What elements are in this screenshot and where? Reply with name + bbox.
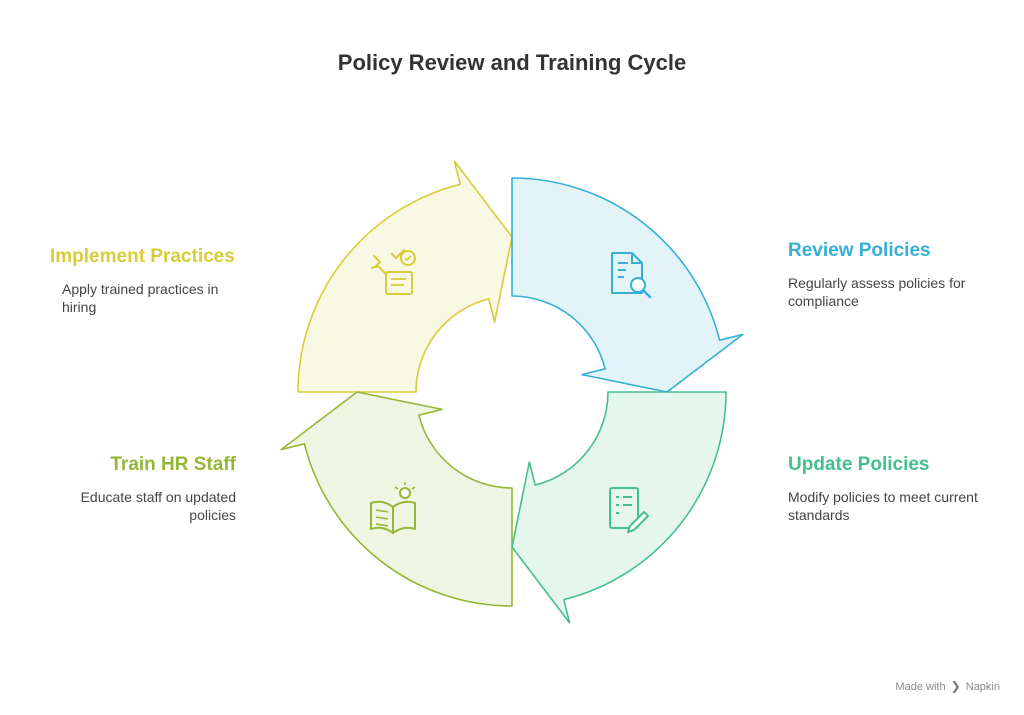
page-title: Policy Review and Training Cycle <box>337 50 687 75</box>
cycle-arrow-implement <box>297 160 513 393</box>
step-label-update: Update Policies <box>788 454 930 475</box>
book-lightbulb-icon <box>370 482 416 534</box>
step-description-implement: Apply trained practices in hiring <box>62 281 219 315</box>
step-description-update: Modify policies to meet current standard… <box>788 489 978 523</box>
cycle-arrow-train <box>280 391 513 607</box>
step-label-review: Review Policies <box>788 240 931 261</box>
step-description-review: Regularly assess policies for compliance <box>788 275 966 309</box>
step-description-train: Educate staff on updated policies <box>80 489 236 523</box>
step-label-implement: Implement Practices <box>50 246 235 267</box>
napkin-branding[interactable]: Made with ❯ Napkin <box>895 679 1000 693</box>
napkin-logo-icon: ❯ <box>950 679 961 693</box>
cycle-arrow-review <box>511 177 744 393</box>
cycle-arrow-update <box>511 391 727 624</box>
branding-prefix: Made with <box>895 681 946 693</box>
document-search-icon <box>611 252 652 299</box>
hand-checklist-icon <box>371 249 416 295</box>
branding-name: Napkin <box>965 681 1000 693</box>
checklist-pen-icon <box>609 487 649 533</box>
step-label-train: Train HR Staff <box>110 454 236 475</box>
